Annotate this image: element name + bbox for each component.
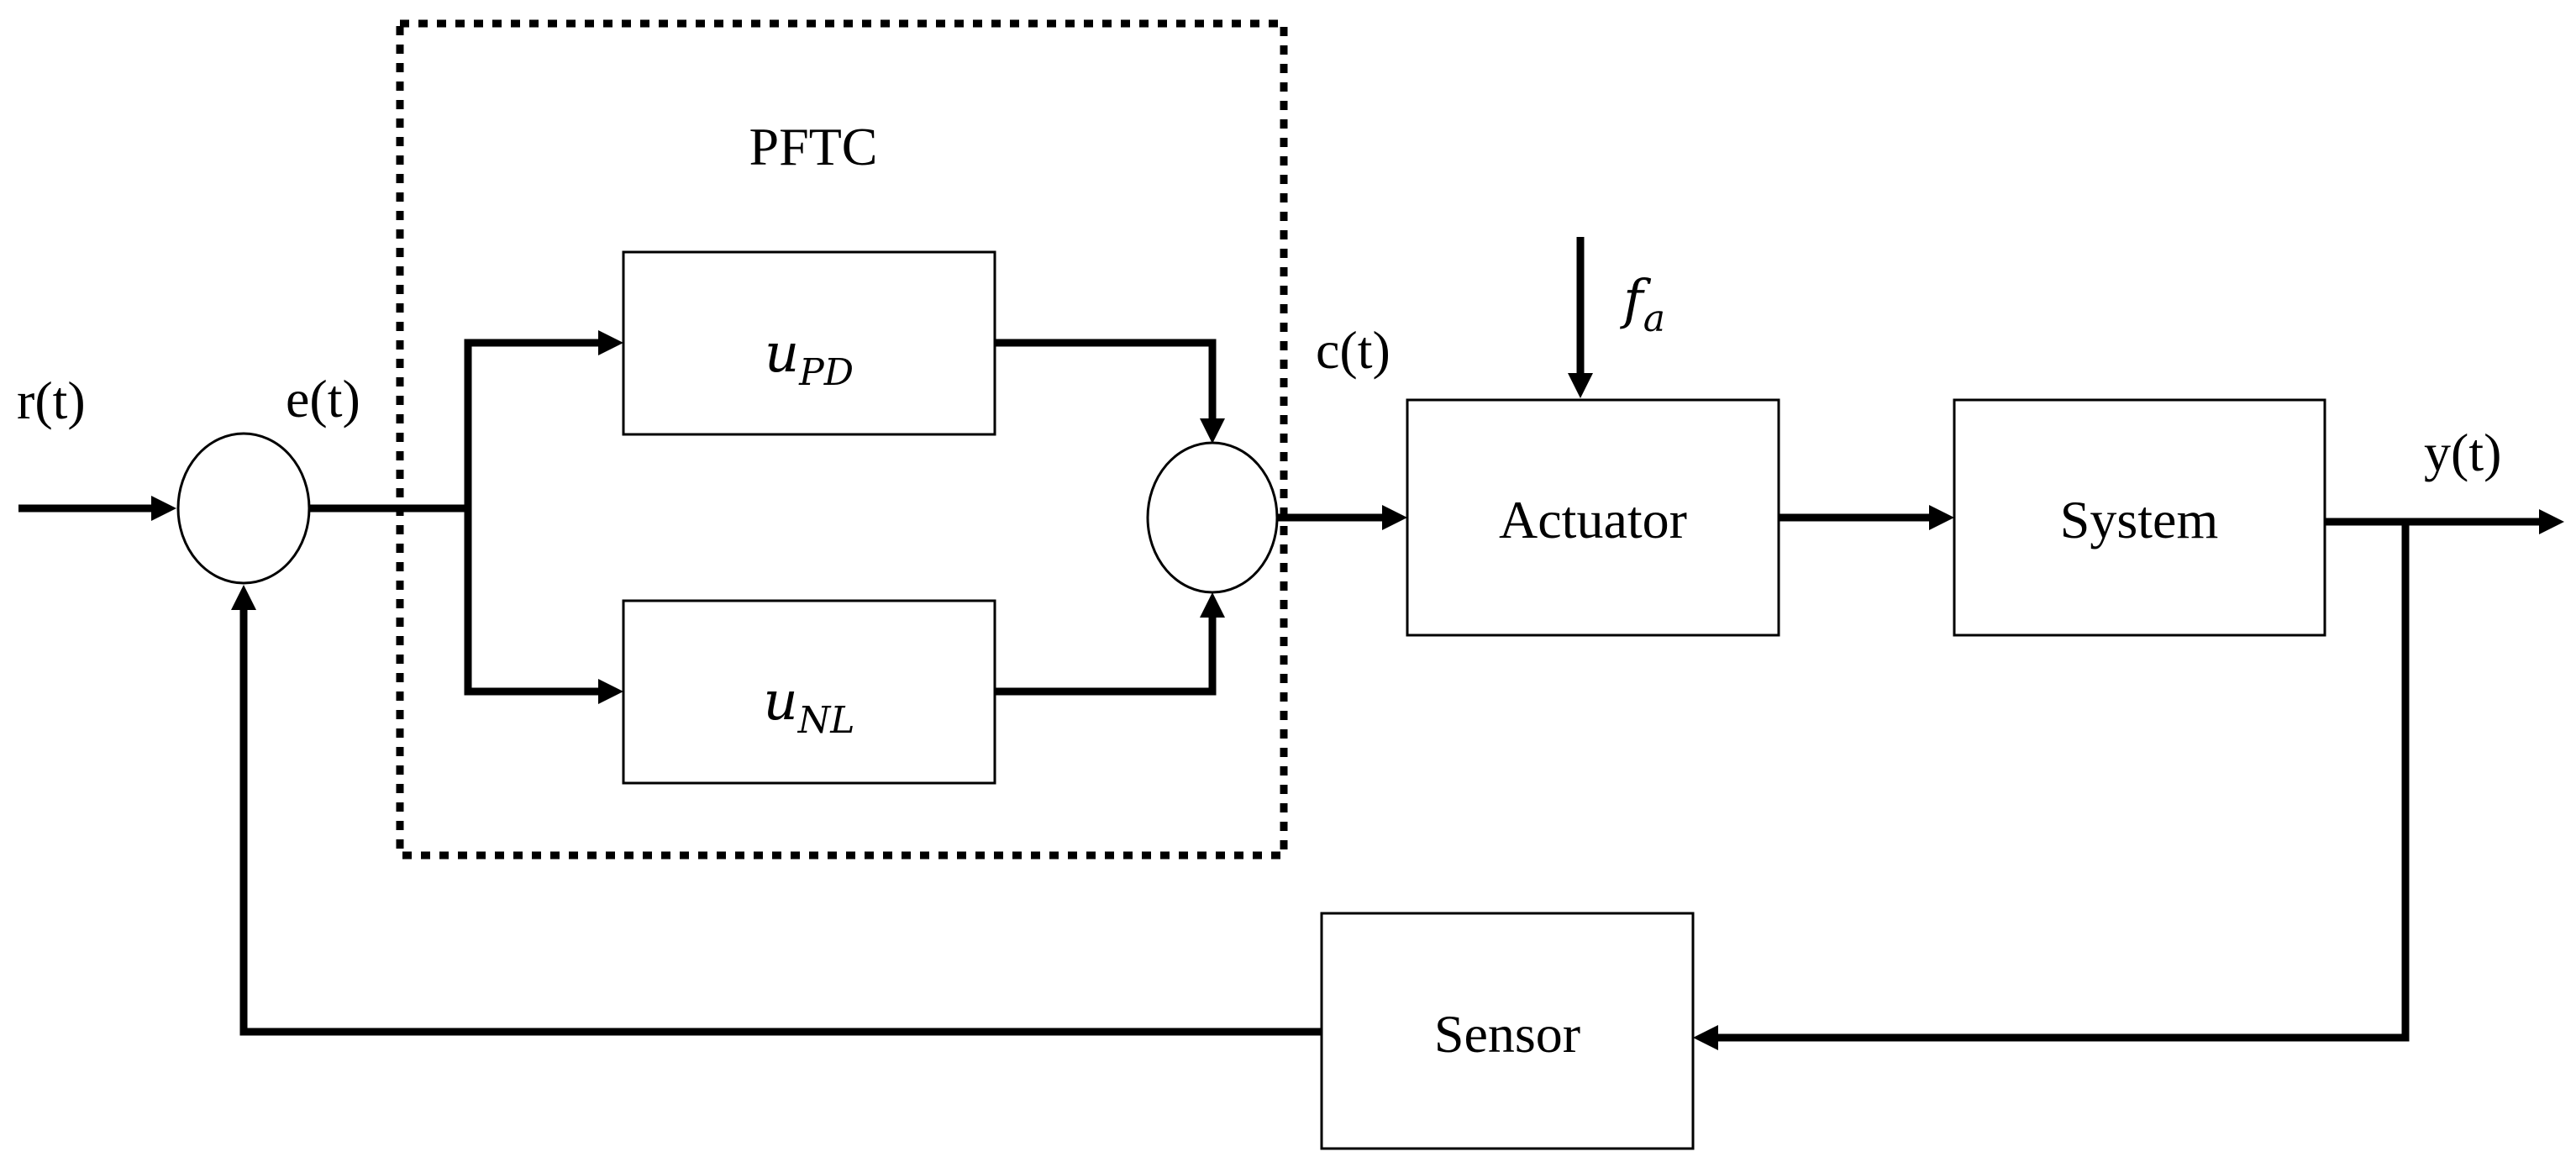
pd-output-wire	[995, 339, 1217, 418]
actuator-label: Actuator	[1499, 490, 1687, 549]
feedback-arrowhead	[231, 585, 256, 610]
feedback-to-sensor-wire	[1718, 522, 2410, 1042]
system-block	[1953, 398, 2326, 637]
output-signal-label: y(t)	[2424, 423, 2501, 482]
control-summing-junction	[1146, 441, 1279, 594]
nl-controller-block	[622, 599, 996, 785]
sensor-label: Sensor	[1434, 1004, 1580, 1064]
reference-signal-label: r(t)	[17, 371, 86, 430]
error-signal-label: e(t)	[286, 369, 360, 429]
reference-arrowhead	[151, 496, 176, 521]
output-arrowhead	[2539, 509, 2564, 534]
pftc-frame	[396, 19, 1288, 860]
branch-to-nl-wire	[464, 508, 598, 696]
pd-output-arrowhead	[1200, 418, 1225, 444]
nl-controller-label: uNL	[764, 670, 855, 742]
pd-controller-label: uPD	[765, 323, 854, 394]
sensor-block	[1320, 912, 1695, 1150]
pd-input-arrowhead	[598, 330, 623, 355]
pd-controller-block	[622, 250, 996, 436]
error-summing-junction	[176, 432, 311, 585]
nl-output-arrowhead	[1200, 592, 1225, 618]
sensor-input-arrowhead	[1693, 1025, 1718, 1050]
fault-arrowhead	[1568, 373, 1593, 398]
branch-to-pd-wire	[464, 339, 598, 508]
system-label: System	[2060, 490, 2218, 549]
nl-input-arrowhead	[598, 679, 623, 704]
actuator-block	[1406, 398, 1780, 637]
fault-signal-label: fa	[1620, 269, 1665, 340]
pftc-label: PFTC	[749, 117, 878, 176]
actuator-input-arrowhead	[1382, 505, 1407, 530]
nl-output-wire	[995, 616, 1217, 696]
control-signal-label: c(t)	[1316, 320, 1391, 380]
feedback-to-summer-wire	[239, 608, 1322, 1036]
system-input-arrowhead	[1929, 505, 1954, 530]
